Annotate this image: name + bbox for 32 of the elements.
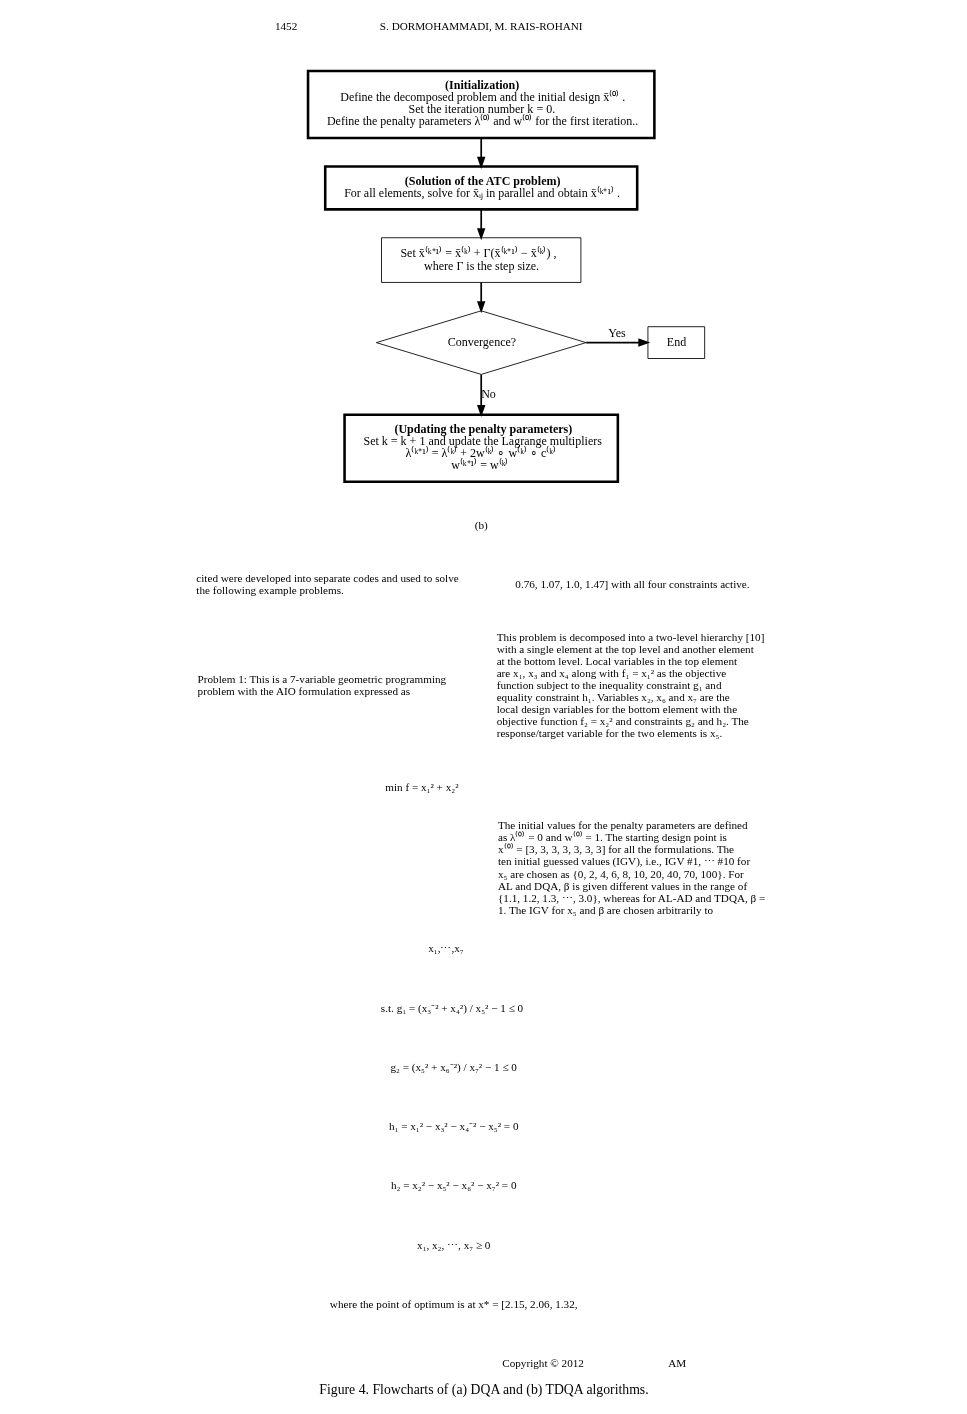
arrow xyxy=(476,137,485,169)
label: Problem 1: This is a 7-variable geometric programming problem with the AIO formulation expressed as xyxy=(197,673,446,698)
label: Copyright © 2012 xyxy=(501,1357,584,1370)
node-diamond: Convergence? xyxy=(375,310,586,375)
label: cited were developed into separate codes and used to solve the following example problems. xyxy=(195,571,459,596)
label: The initial values for the penalty parameters are defined as λ⁽⁰⁾ = 0 and w⁽⁰⁾ = 1. The starting design point is x⁽⁰⁾ = [3, 3, 3, 3, 3, 3, 3] for all the formulations. The ten initial guessed values (IGV), i.e., IGV #1, ⋯ #10 for x₅ are chosen as {0, 2, 4, 6, 8, 10, 20, 40, 70, 100}. For AL and DQA, β is given different values in the range of {1.1, 1.2, 1.3, ⋯, 3.0}, whereas for AL-AD and TDQA, β = 1. The IGV for x₅ and β are chosen arbitrarily to xyxy=(497,819,765,916)
label: h₁ = x₁² − x₃² − x₄⁻² − x₅² = 0 xyxy=(388,1120,519,1133)
label: S. DORMOHAMMADI, M. RAIS-ROHANI xyxy=(379,20,583,33)
label: 1452 xyxy=(274,20,297,33)
label: 0.76, 1.07, 1.0, 1.47] with all four constraints active. xyxy=(514,577,750,590)
label: x₁, x₂, ⋯, x₇ ≥ 0 xyxy=(416,1238,490,1251)
label: min f = x₁² + x₂² xyxy=(384,780,459,793)
label: This problem is decomposed into a two-level hierarchy [10] with a single element at the top level and another element at the bottom level. Local variables in the top element are x₁, x₃ and x₄ along with f₁ = x₁² as the objective function subject to the inequality constraint g₁ and equality constraint h₁. Variables x₂, x₆ and x₇ are the local design variables for the bottom element with the objective function f₂ = x₂² and constraints g₂ and h₂. The response/target variable for the two elements is x₅. xyxy=(496,631,764,740)
arrow xyxy=(584,338,650,347)
node-box: Set x̄⁽ᵏ⁺¹⁾ = x̄⁽ᵏ⁾ + Γ(x̄⁽ᵏ⁺¹⁾ − x̄⁽ᵏ⁾) , where Γ is the step size. xyxy=(380,237,581,283)
arrow xyxy=(476,373,485,418)
arrow xyxy=(476,208,485,241)
edge-label: No xyxy=(480,386,496,401)
label: AM xyxy=(667,1357,686,1370)
node-box: (Initialization) Define the decomposed problem and the initial design x̄⁽⁰⁾ . Set the iteration number k = 0. Define the penalty parameters λ⁽⁰⁾ and w⁽⁰⁾ for the first iteration.. xyxy=(306,69,656,140)
label: s.t. g₁ = (x₃⁻² + x₄²) / x₅² − 1 ≤ 0 xyxy=(380,1001,523,1014)
label: h₂ = x₂² − x₅² − x₆² − x₇² = 0 xyxy=(390,1179,517,1192)
label: where the point of optimum is at x* = [2.15, 2.06, 1.32, xyxy=(329,1298,578,1311)
label: x₁,⋯,x₇ xyxy=(427,942,464,955)
edge-label: Yes xyxy=(607,325,626,340)
label: (b) xyxy=(474,518,488,531)
node-box: End xyxy=(647,326,705,359)
node-box: (Solution of the ATC problem) For all elements, solve for x̄ᵢⱼ in parallel and obtain x̄⁽ᵏ⁺¹⁾ . xyxy=(323,165,638,211)
arrow xyxy=(476,281,485,314)
caption: Figure 4. Flowcharts of (a) DQA and (b) TDQA algorithms. xyxy=(318,1382,649,1398)
node-box: (Updating the penalty parameters) Set k = k + 1 and update the Lagrange multipliers λ⁽ᵏ⁺¹⁾ = λ⁽ᵏ⁾ + 2w⁽ᵏ⁾ ∘ w⁽ᵏ⁾ ∘ c⁽ᵏ⁾ w⁽ᵏ⁺¹⁾ = w⁽ᵏ⁾ xyxy=(342,413,619,484)
label: g₂ = (x₅² + x₆⁻²) / x₇² − 1 ≤ 0 xyxy=(389,1060,517,1073)
